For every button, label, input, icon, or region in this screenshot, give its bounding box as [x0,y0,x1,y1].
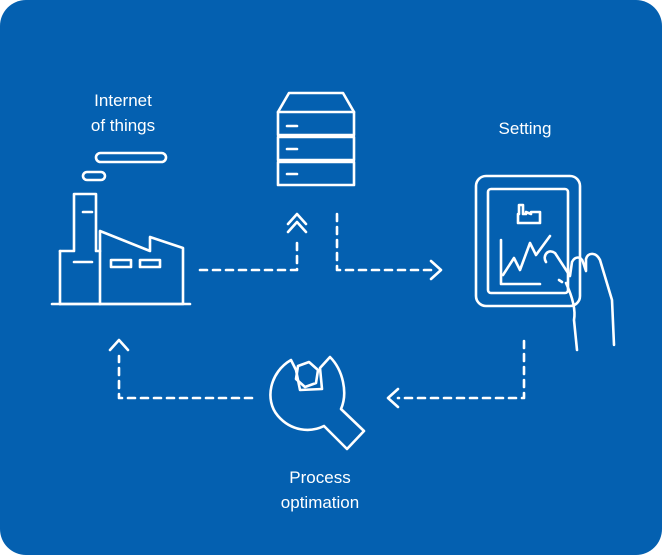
arrowhead-left-process [388,389,398,407]
arrowhead-up-server [288,214,306,224]
arrowheads [110,214,441,407]
process-label: Process optimation [280,468,360,512]
setting-label: Setting [498,119,552,138]
connector-server-to-setting [337,214,432,270]
arrowhead-right-setting [431,261,441,279]
factory-icon [52,153,190,304]
tablet-hand-icon [476,176,614,350]
server-stack-icon [278,93,354,185]
wrench-icon [270,357,364,449]
connector-iot-to-server [200,240,297,270]
arrowhead-up-iot [110,340,128,350]
arrowhead-up-server-2 [288,222,306,232]
connector-process-to-iot [119,356,252,398]
iot-label: Internet of things [90,91,156,135]
connector-lines [119,214,524,398]
connector-setting-to-process [398,341,524,398]
